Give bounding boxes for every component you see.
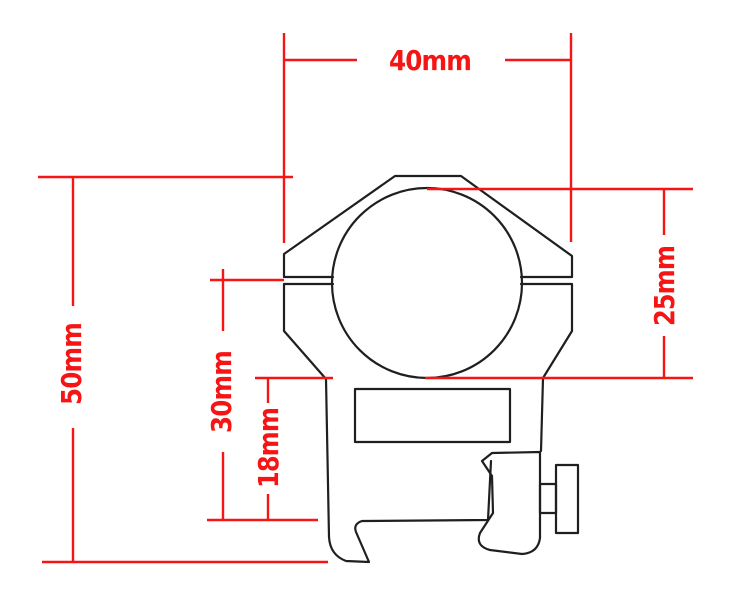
dimension-lines [38, 33, 693, 564]
ring-body-right-outline [519, 282, 574, 453]
dim-label-center-height: 30mm [205, 351, 238, 433]
dim-label-overall-height: 50mm [55, 323, 88, 405]
clamp-plate-outline [477, 450, 542, 556]
base-slot-cutout [353, 387, 512, 444]
dim-label-saddle-height: 18mm [252, 408, 285, 488]
dimension-tube-diameter-lines [425, 187, 693, 380]
thumbscrew-knob [554, 463, 580, 535]
dim-label-top-width: 40mm [389, 44, 471, 77]
ring-body-left-outline [282, 282, 493, 564]
dimension-center-height-lines [210, 269, 284, 520]
thumbscrew-shaft [538, 482, 558, 515]
scope-bore-circle [330, 186, 524, 380]
ring-cap-outline [282, 174, 574, 279]
dimension-top-width-lines [282, 33, 573, 243]
dimension-overall-height-lines [38, 175, 328, 564]
scope-mount-outline [282, 174, 580, 564]
dimension-saddle-height-lines [255, 376, 333, 520]
dimension-labels: 40mm 50mm 25mm 30mm 18mm [55, 44, 681, 488]
dim-label-tube-diameter: 25mm [648, 246, 681, 326]
